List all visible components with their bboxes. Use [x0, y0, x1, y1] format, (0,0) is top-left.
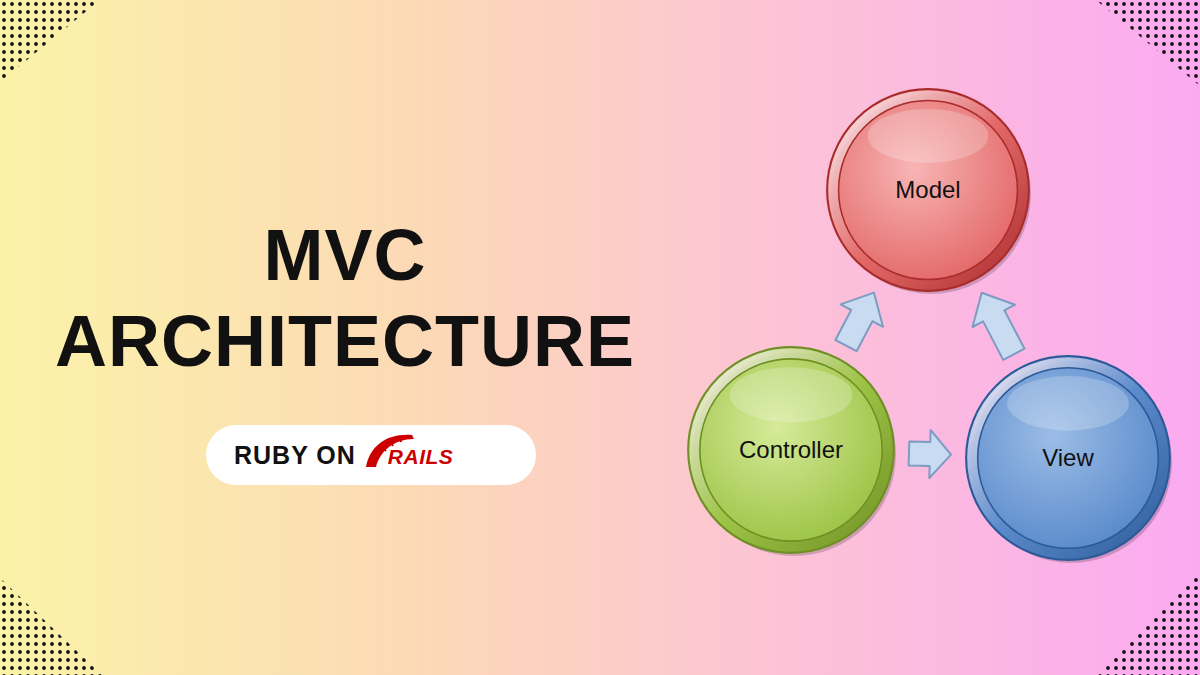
mvc-circle: Controller: [685, 344, 897, 556]
mvc-circle: View: [963, 353, 1173, 563]
circle-face: [978, 368, 1159, 549]
page-title: MVC ARCHITECTURE: [40, 212, 650, 384]
logo-pill: RUBY ON RAILS: [206, 425, 536, 485]
circle-gloss: [730, 367, 853, 422]
circle-bevel: [827, 89, 1029, 291]
circle-label: Model: [895, 176, 960, 204]
dot-corner: [1096, 0, 1200, 86]
circle-label: View: [1042, 444, 1094, 472]
circle-bevel: [966, 356, 1170, 560]
dot-corner: [1098, 572, 1200, 675]
circle-bevel: [688, 347, 894, 553]
pill-label: RUBY ON: [234, 441, 356, 470]
block-arrow: [909, 430, 951, 478]
rails-wordmark: RAILS: [388, 445, 454, 475]
rails-logo: RAILS: [366, 435, 454, 475]
circle-gloss: [1007, 376, 1129, 431]
block-arrow: [973, 293, 1025, 360]
mvc-circle: Model: [824, 86, 1032, 294]
dot-corner: [0, 0, 100, 82]
circle-label: Controller: [739, 436, 843, 464]
circle-gloss: [868, 109, 989, 163]
dot-corner: [0, 578, 102, 675]
block-arrow: [835, 293, 883, 352]
circle-face: [839, 101, 1018, 280]
circle-face: [700, 359, 882, 541]
